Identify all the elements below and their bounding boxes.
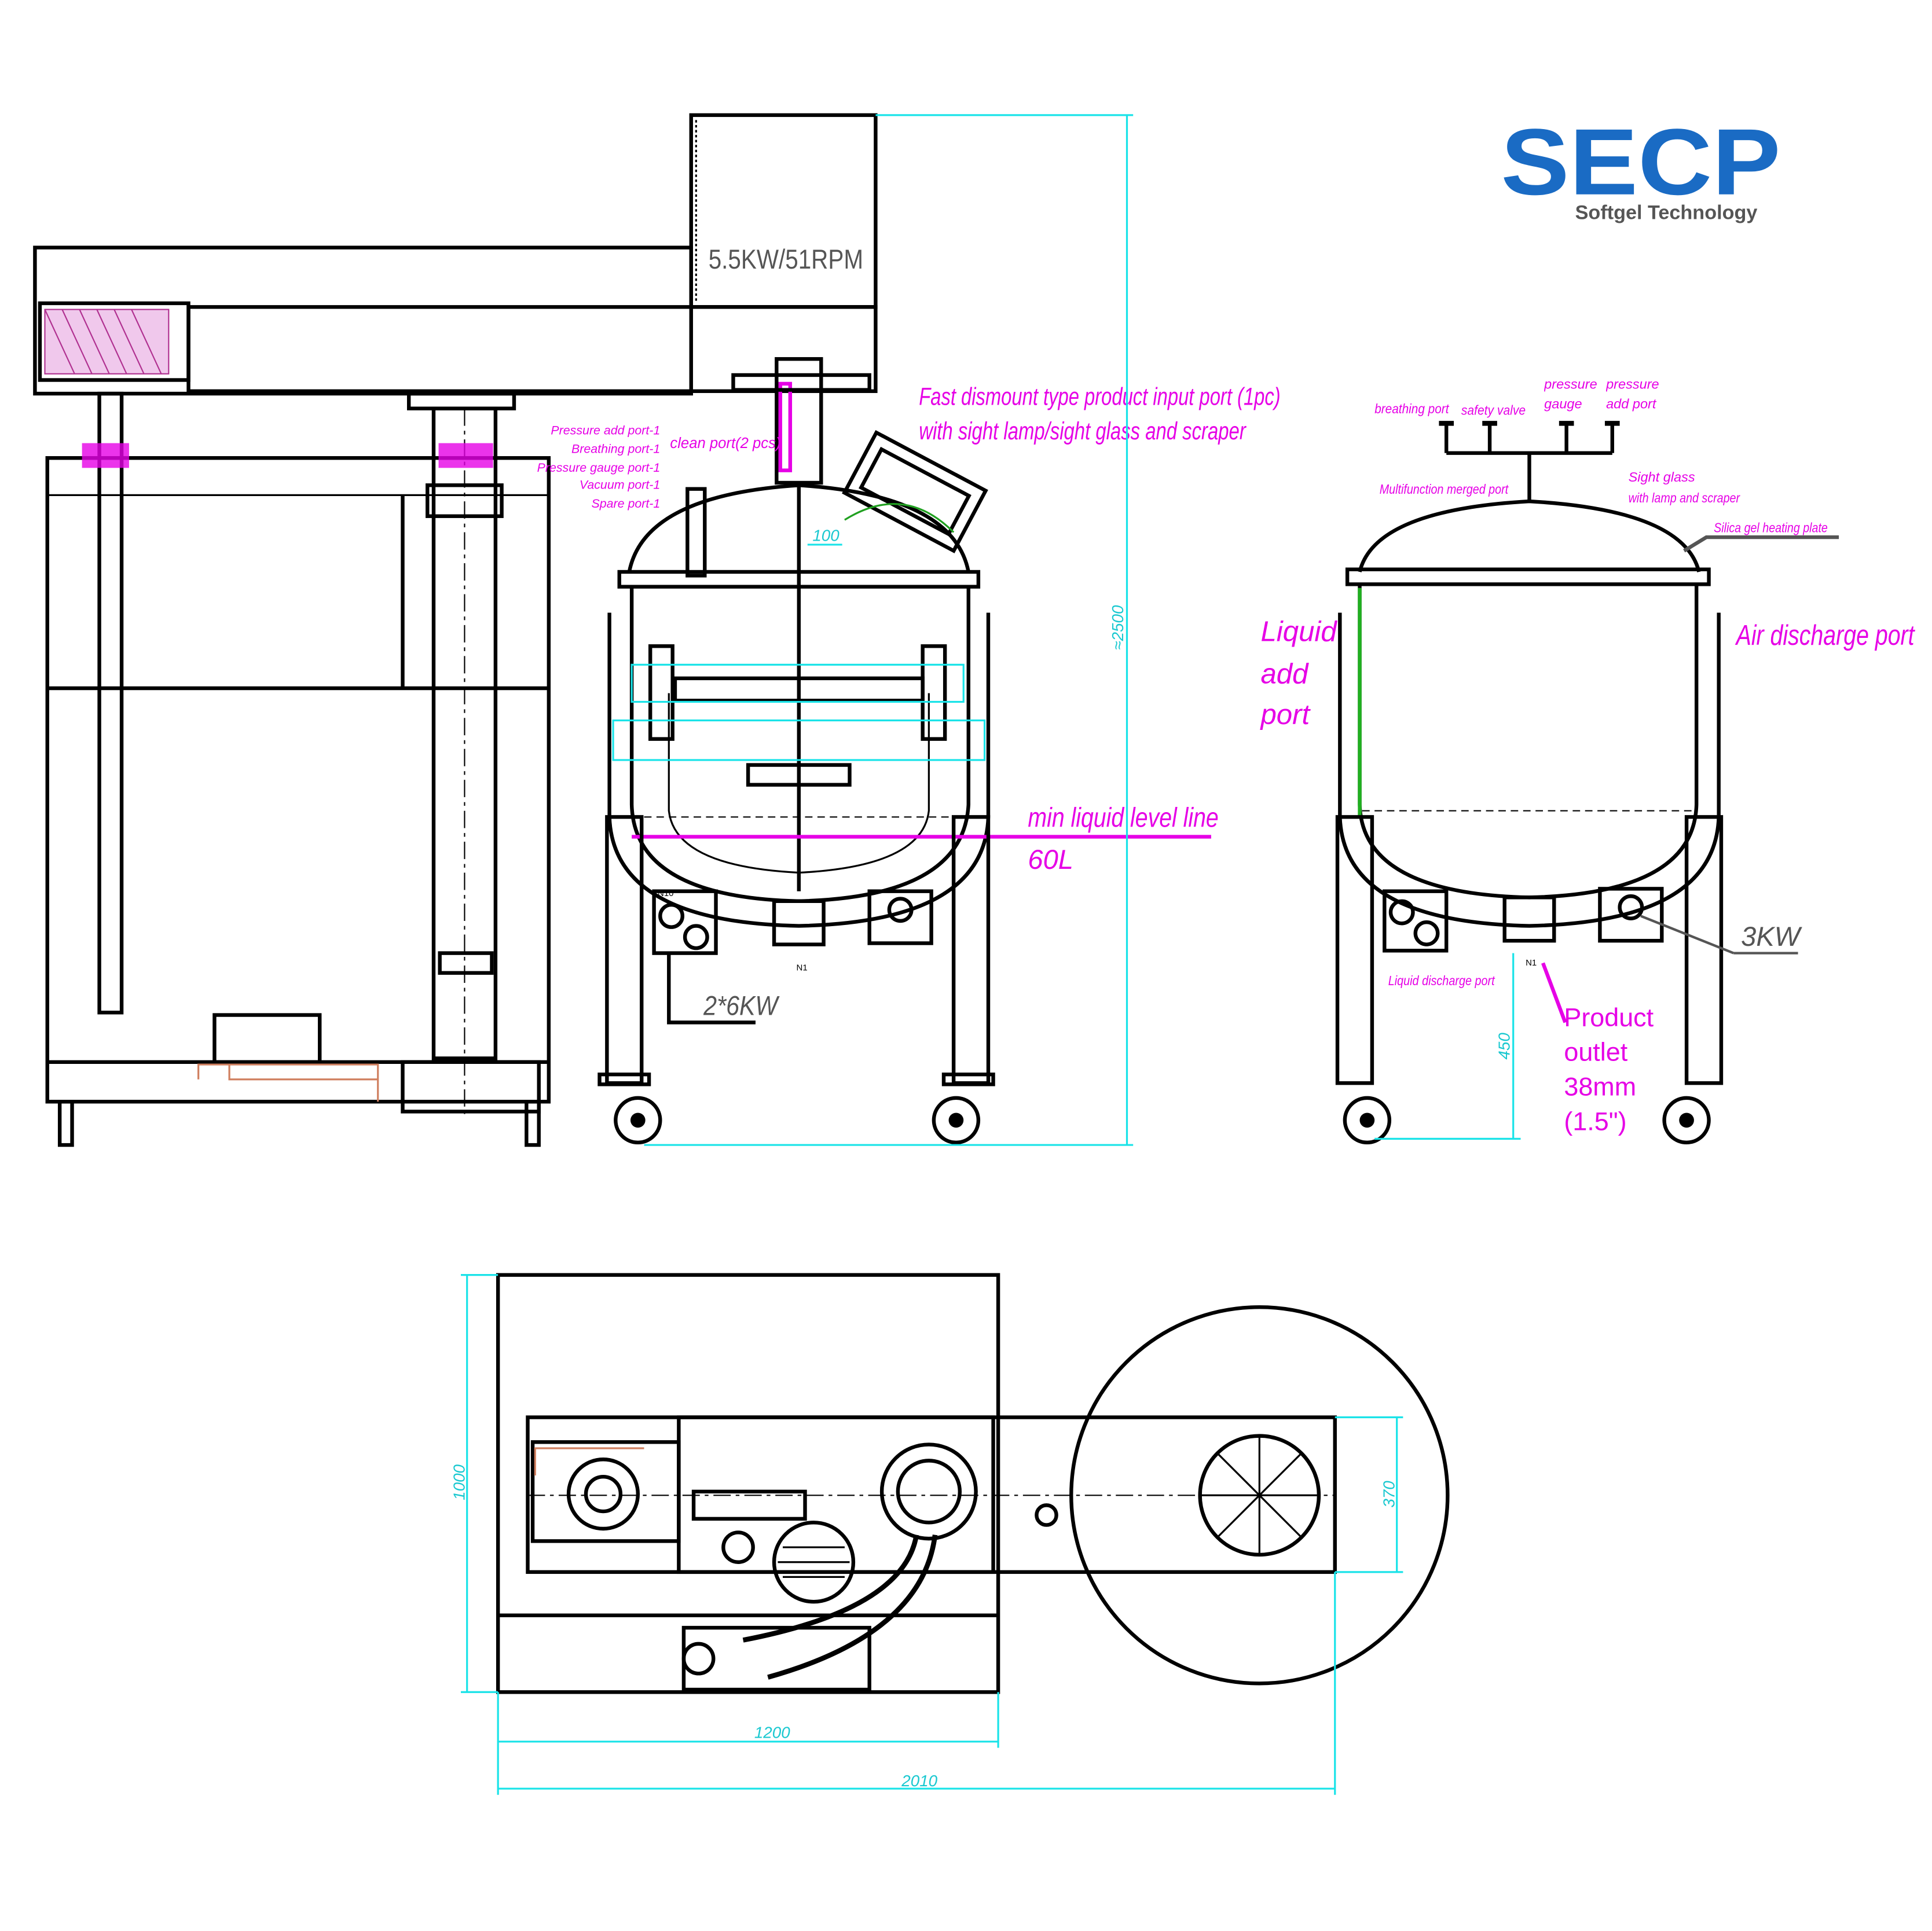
outlet-line: Product (1564, 1003, 1654, 1032)
input-port-label-2: with sight lamp/sight glass and scraper (919, 417, 1247, 445)
secp-logo: SECP Softgel Technology (1501, 110, 1780, 224)
base-frame (45, 456, 551, 1104)
air-discharge-label: Air discharge port (1735, 619, 1915, 651)
small-dimension: 100 (812, 527, 839, 545)
port-label: Vacuum port-1 (580, 478, 660, 492)
side-view: 5.5KW/51RPM (33, 113, 878, 1147)
clean-port-label: clean port(2 pcs) (670, 435, 780, 451)
port-label: Pressure gauge port-1 (537, 461, 661, 475)
input-port-label-1: Fast dismount type product input port (1… (919, 383, 1280, 410)
outlet-line: 38mm (1564, 1072, 1636, 1102)
sight-glass-label-1: Sight glass (1629, 469, 1695, 484)
depth-dimension: 1000 (450, 1464, 468, 1500)
logo-brand: SECP (1501, 110, 1780, 215)
leg-height-dimension: 450 (1495, 1033, 1513, 1060)
nozzle-n1-label: N1 (797, 963, 808, 973)
min-level-label: min liquid level line (1028, 802, 1218, 832)
min-level-volume: 60L (1028, 844, 1073, 875)
lift-beam (33, 245, 693, 396)
logo-tagline: Softgel Technology (1575, 202, 1758, 224)
port-label: pressure gauge (1544, 377, 1597, 413)
heater-box-right (867, 889, 933, 945)
width-dimension: 1200 (754, 1723, 790, 1741)
multifunction-label: Multifunction merged port (1380, 482, 1509, 497)
beam-dimension: 370 (1380, 1481, 1398, 1508)
liquid-add-label: port (1259, 699, 1311, 730)
motor-label: 5.5KW/51RPM (709, 244, 863, 274)
top-port-labels: breathing port safety valve pressure gau… (1374, 377, 1659, 417)
sight-glass-label-2: with lamp and scraper (1629, 490, 1740, 505)
nozzle-n1-label: N1 (1526, 958, 1537, 968)
agitator-shaft-housing (775, 357, 823, 485)
port-label: safety valve (1461, 402, 1526, 417)
pressure-gauge-label-box: pressure gauge (1544, 377, 1597, 413)
front-view-vessel: 2*6KW N10 N1 100 Fast dismount type prod… (537, 114, 1281, 1146)
port-label: Spare port-1 (591, 497, 660, 511)
guide-rod (97, 391, 124, 1015)
pressure-add-label-box: pressure add port (1606, 377, 1659, 413)
section-view-vessel: 450 N1 breathing port safety valve press… (1259, 377, 1915, 1145)
total-dimension: 2010 (901, 1772, 937, 1790)
front-heater-power: 2*6KW (703, 990, 780, 1021)
port-label: pressure add port (1606, 377, 1659, 413)
liquid-add-label: Liquid (1260, 616, 1337, 648)
plan-view: 1000 1200 2010 370 (450, 1273, 1450, 1795)
liquid-add-label: add (1260, 658, 1309, 689)
heating-plate-label: Silica gel heating plate (1714, 520, 1828, 535)
outlet-line: (1.5") (1564, 1106, 1626, 1136)
heater-box-left (652, 889, 718, 955)
outlet-line: outlet (1564, 1037, 1627, 1067)
port-label: Pressure add port-1 (551, 424, 660, 438)
sight-glass-port (842, 429, 988, 553)
section-heater-power: 3KW (1741, 921, 1803, 952)
base-outline (496, 1273, 1000, 1694)
counterweight (38, 301, 190, 382)
front-port-list: Pressure add port-1 Breathing port-1 Pre… (537, 424, 661, 511)
port-label: breathing port (1374, 401, 1450, 416)
product-outlet-label: Product outlet 38mm (1.5") (1564, 1003, 1654, 1136)
product-outlet-valve (772, 899, 826, 946)
nozzle-n10-label: N10 (658, 889, 673, 898)
port-label: Breathing port-1 (571, 442, 660, 456)
liquid-discharge-label: Liquid discharge port (1388, 973, 1495, 988)
height-dimension: ≈2500 (1109, 605, 1127, 650)
motor-box (689, 113, 878, 309)
